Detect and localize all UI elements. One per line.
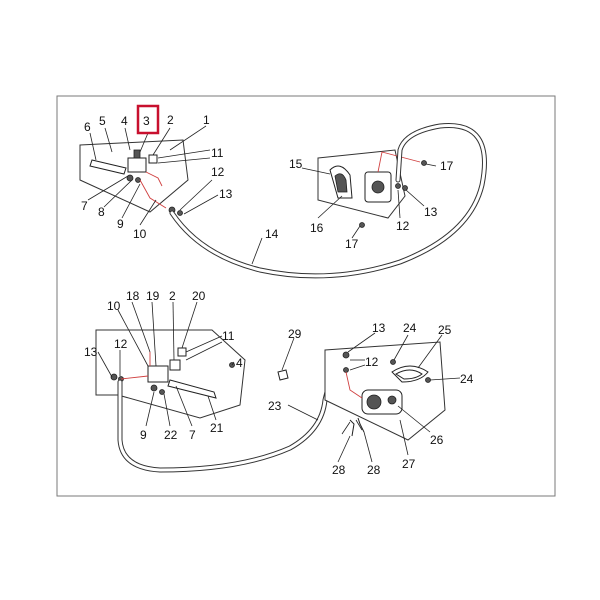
callout-17-bottom: 17: [345, 237, 359, 251]
caliper-washer: [402, 185, 408, 191]
callout-labels: 1 2 3 4 5 6 7 8 9 10 11 12 13 14 15 16 1…: [81, 113, 474, 477]
callout-20: 20: [192, 289, 206, 303]
master-cylinder: [127, 157, 147, 173]
callout-10: 10: [133, 227, 147, 241]
rear-caliper-assembly: [277, 332, 461, 463]
callout-2: 2: [167, 113, 174, 127]
rear-banjo: [110, 373, 118, 381]
callout-25: 25: [438, 323, 452, 337]
callout-18: 18: [126, 289, 140, 303]
diagram-frame: [56, 95, 556, 497]
brake-lever: [89, 159, 127, 175]
top-brake-assembly: [79, 122, 487, 279]
front-lever-panel: [79, 139, 189, 213]
rear-lever-assembly: [95, 301, 348, 473]
rear-bolt: [150, 384, 158, 392]
rear-caliper-bleeder: [387, 395, 397, 405]
pad-material: [334, 173, 348, 193]
banjo-washer: [177, 210, 183, 216]
callout-1: 1: [203, 113, 210, 127]
rear-switch: [169, 359, 181, 371]
bolt: [126, 174, 134, 182]
callout-14: 14: [265, 227, 279, 241]
rear-reservoir: [177, 347, 187, 357]
part-29-bracket: [277, 369, 289, 381]
callout-23: 23: [268, 399, 282, 413]
rear-brake-lever: [167, 379, 217, 399]
callout-24-top: 24: [403, 321, 417, 335]
pin-24b: [425, 377, 431, 383]
callout-17-top: 17: [440, 159, 454, 173]
callout-28-right: 28: [367, 463, 381, 477]
callout-11-rear: 11: [222, 329, 235, 343]
rear-caliper-line-red: [345, 371, 363, 399]
caliper-piston: [371, 180, 385, 194]
bolt-17b: [359, 222, 365, 228]
callout-13-caliper: 13: [424, 205, 438, 219]
caliper-line-red: [377, 151, 421, 173]
callout-6: 6: [84, 120, 91, 134]
caliper-bleeder: [395, 183, 401, 189]
switch-block: [148, 154, 158, 164]
callout-3: 3: [143, 114, 150, 128]
callout-12: 12: [211, 165, 225, 179]
callout-7-rear: 7: [189, 428, 196, 442]
callout-12-caliper: 12: [396, 219, 410, 233]
rear-banjo-bolt: [342, 351, 350, 359]
rear-master-cylinder: [147, 365, 169, 383]
rear-washer: [159, 389, 165, 395]
callout-11: 11: [211, 146, 224, 160]
callout-28-left: 28: [332, 463, 346, 477]
callout-16: 16: [310, 221, 324, 235]
callout-4: 4: [121, 114, 128, 128]
callout-7: 7: [81, 199, 88, 213]
rear-line-red: [120, 352, 151, 380]
callout-10-rear: 10: [107, 299, 121, 313]
front-caliper-panel: [317, 149, 406, 219]
callout-13-rear: 13: [84, 345, 98, 359]
callout-26: 26: [430, 433, 444, 447]
pin-24: [390, 359, 396, 365]
callout-15: 15: [289, 157, 303, 171]
callout-9: 9: [117, 217, 124, 231]
callout-13-rear-caliper: 13: [372, 321, 386, 335]
callout-24-right: 24: [460, 372, 474, 386]
rear-banjo-washer-2: [343, 367, 349, 373]
callout-27: 27: [402, 457, 416, 471]
brake-line-red: [139, 171, 167, 209]
callout-12-rear: 12: [114, 337, 128, 351]
callout-2-rear: 2: [169, 289, 176, 303]
callout-21: 21: [210, 421, 224, 435]
washer: [135, 177, 141, 183]
callout-19: 19: [146, 289, 160, 303]
callout-4-rear: 4: [236, 356, 243, 370]
rear-caliper-piston: [366, 394, 382, 410]
callout-9-rear: 9: [140, 428, 147, 442]
reservoir-cap: [133, 149, 141, 159]
callout-5: 5: [99, 114, 106, 128]
callout-12-rear-caliper: 12: [365, 355, 379, 369]
highlighted-callout-box: [136, 104, 160, 135]
callout-29: 29: [288, 327, 302, 341]
callout-13: 13: [219, 187, 233, 201]
callout-22: 22: [164, 428, 178, 442]
bolt-17: [421, 160, 427, 166]
callout-8: 8: [98, 205, 105, 219]
